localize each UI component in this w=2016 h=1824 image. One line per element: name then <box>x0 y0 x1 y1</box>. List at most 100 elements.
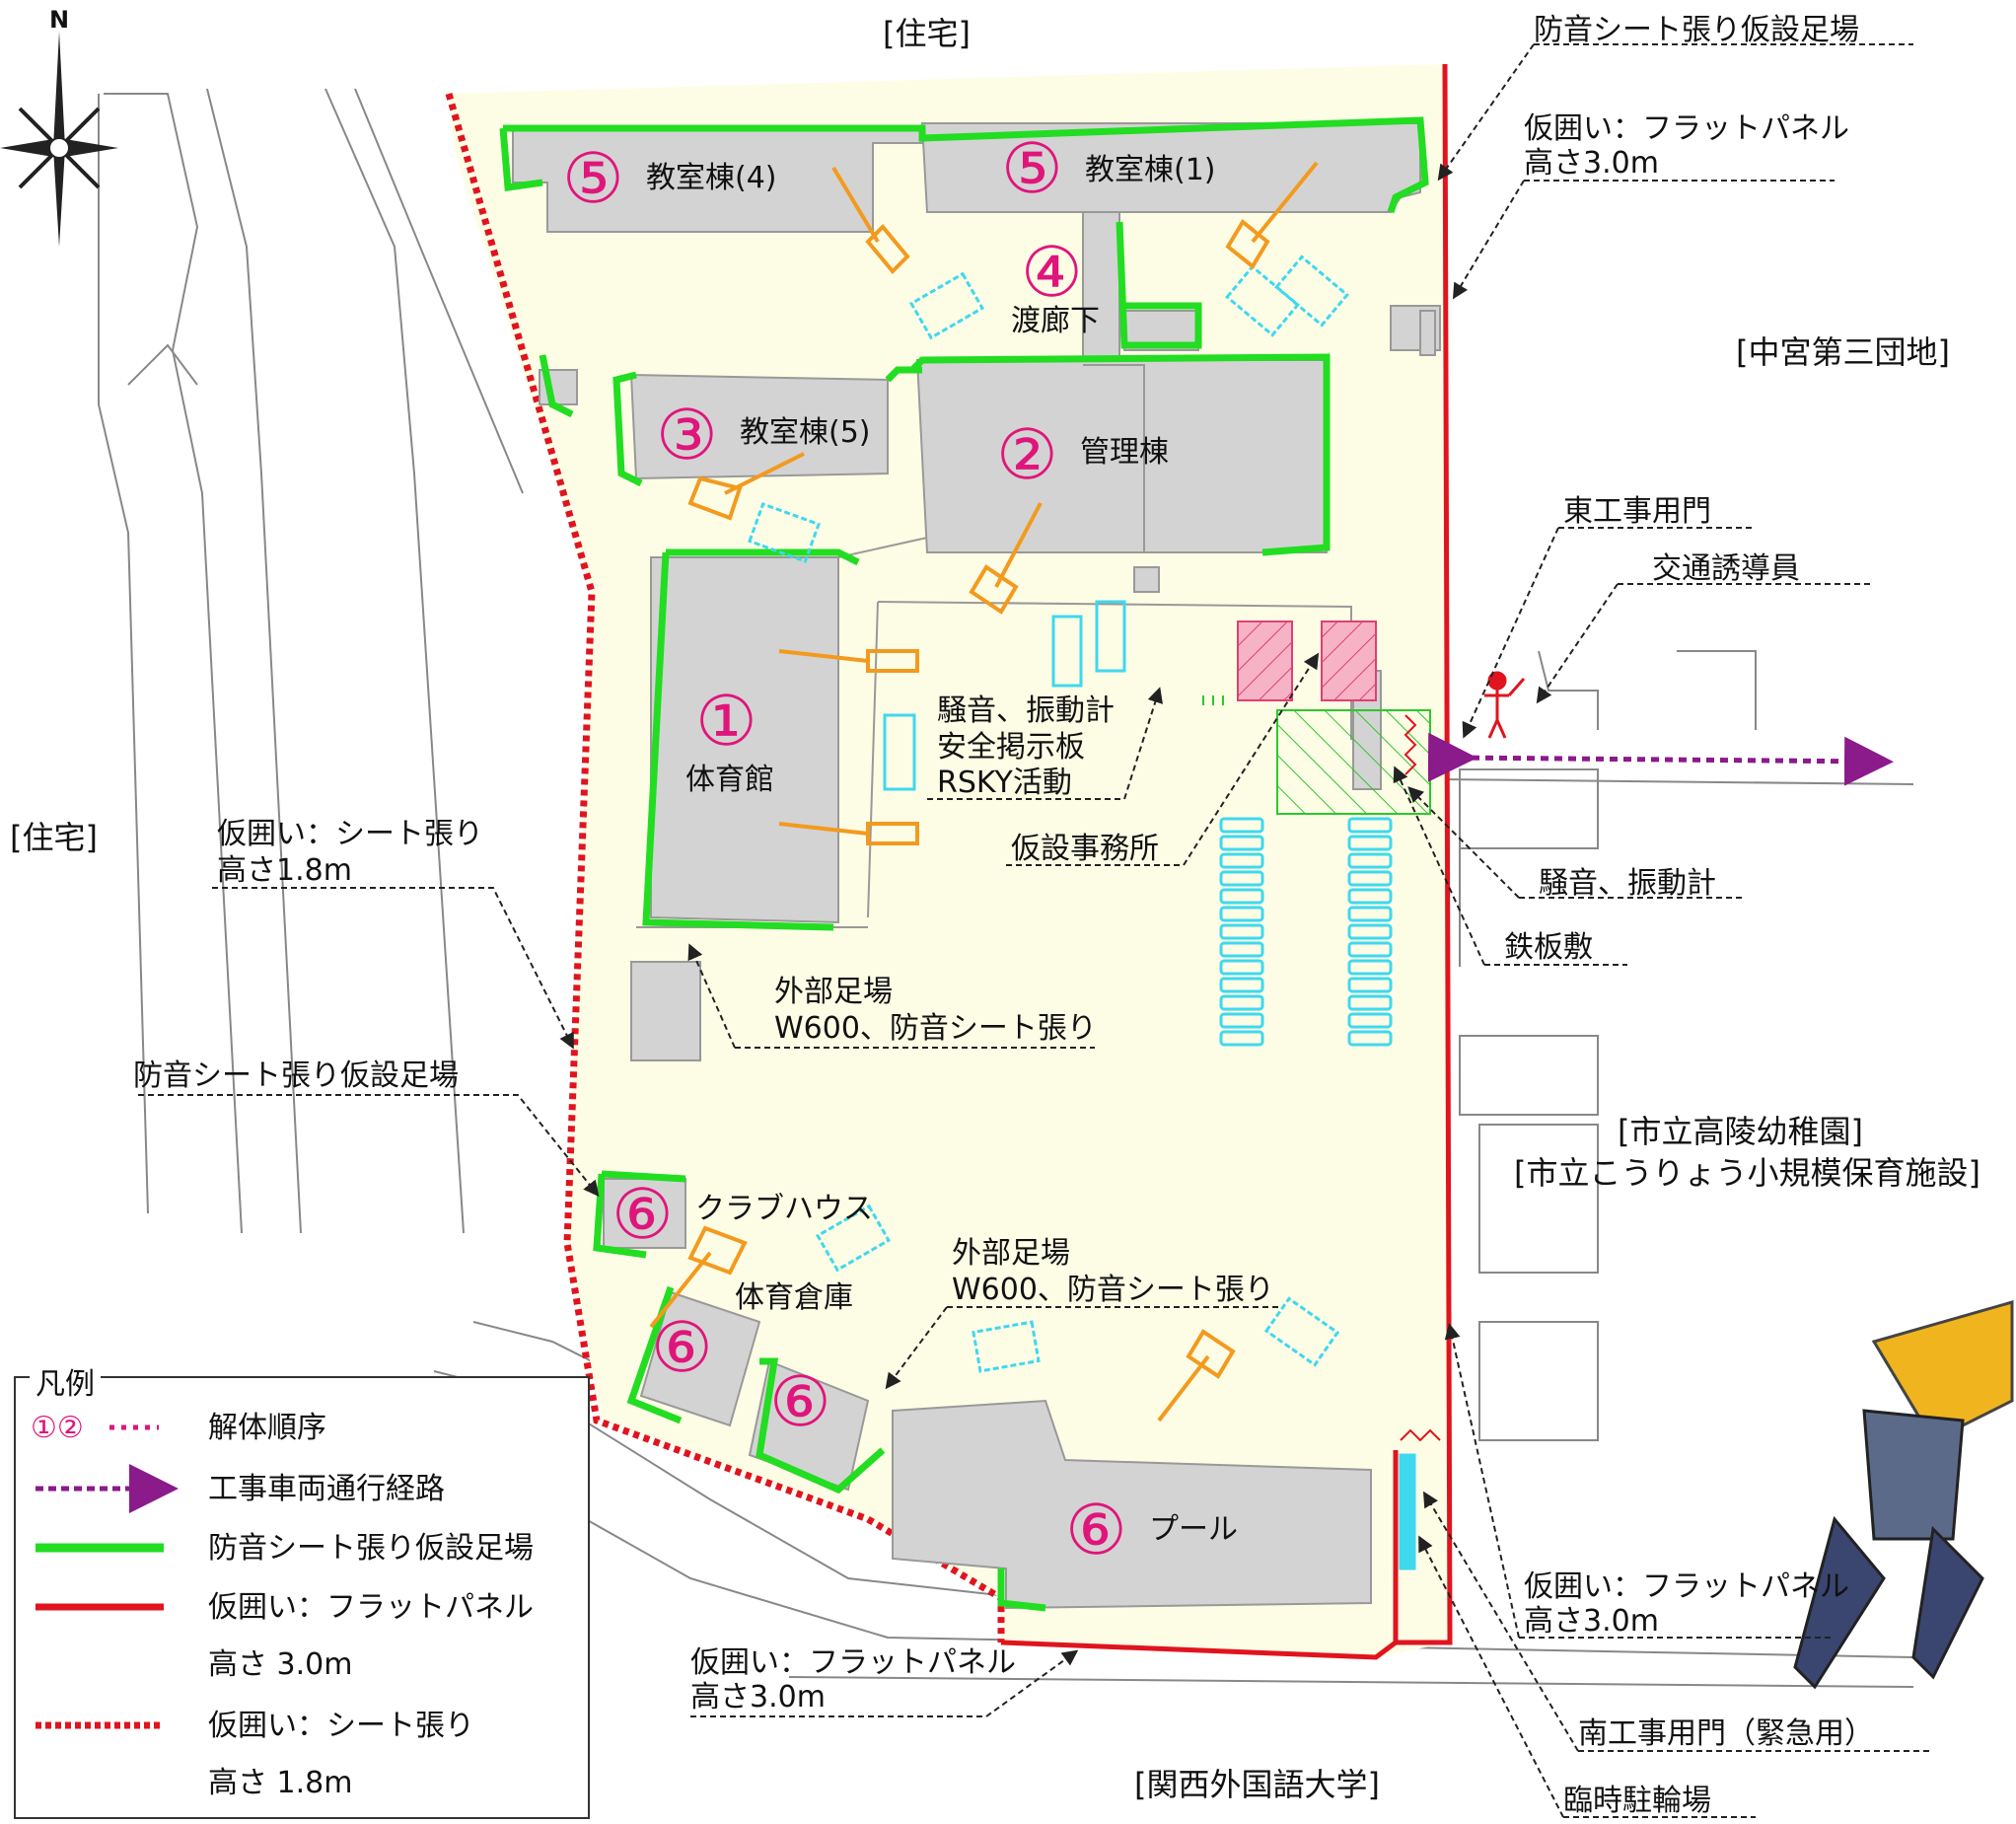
order-b5b: ⑤ <box>1001 128 1063 209</box>
neighbor-north: [住宅] <box>883 15 971 52</box>
ann-ext-scaffold-1: 外部足場 <box>774 975 893 1009</box>
ann-noise-meter: 騒音、振動計 <box>1539 866 1716 901</box>
label-b5a: 教室棟(4) <box>646 161 777 195</box>
neighbor-kindergarten: [市立高陵幼稚園] <box>1618 1113 1863 1150</box>
vehicle-route <box>1427 732 1894 786</box>
roads-west <box>98 88 1914 1688</box>
bicycle-slot <box>1347 870 1393 887</box>
label-b4: 渡廊下 <box>1011 304 1100 338</box>
bicycle-slot <box>1219 852 1264 869</box>
bicycle-slot <box>1347 923 1393 940</box>
ann-fence-bottom-2: 高さ3.0m <box>690 1680 826 1715</box>
bicycle-slot <box>1347 888 1393 905</box>
label-b6b: 体育倉庫 <box>735 1280 853 1315</box>
bicycle-rack-rows <box>1219 817 1393 1047</box>
ann-sheet-fence-1: 仮囲い：シート張り <box>217 817 483 851</box>
bicycle-slot <box>1347 1012 1393 1029</box>
bicycle-slot <box>1219 1012 1264 1029</box>
site-office-2 <box>1321 620 1377 701</box>
order-b6b: ⑥ <box>651 1307 713 1388</box>
neighbor-west: [住宅] <box>10 819 98 856</box>
building-storage-2 <box>748 1359 870 1492</box>
neighbor-south: [関西外国語大学] <box>1134 1766 1380 1803</box>
legend-label-order: 解体順序 <box>208 1411 326 1445</box>
legend-title: 凡例 <box>30 1359 101 1403</box>
bicycle-slot <box>1219 994 1264 1011</box>
label-b5b: 教室棟(1) <box>1085 153 1216 187</box>
leader-lines <box>138 43 1933 1818</box>
bicycle-slot <box>1219 941 1264 958</box>
ann-fence-top-2: 高さ3.0m <box>1524 146 1659 181</box>
building-classroom-5 <box>629 373 889 480</box>
bicycle-slot <box>1347 817 1393 834</box>
north-arrow-icon <box>0 32 118 247</box>
label-b2: 管理棟 <box>1080 435 1169 470</box>
ann-fence-top-1: 仮囲い：フラットパネル <box>1524 111 1849 146</box>
ann-fence-bottom-1: 仮囲い：フラットパネル <box>690 1645 1016 1680</box>
legend-label-sheet-height: 高さ 1.8m <box>208 1766 352 1800</box>
legend-order-symbol: ①② <box>31 1411 84 1445</box>
bicycle-slot <box>1219 888 1264 905</box>
ann-soundproof-left: 防音シート張り仮設足場 <box>133 1058 459 1093</box>
ann-monitor-2: 安全掲示板 <box>937 730 1085 765</box>
order-b6d: ⑥ <box>1065 1490 1127 1570</box>
noise-meter-south <box>1400 1428 1441 1442</box>
bicycle-slot <box>1219 870 1264 887</box>
site-office-1 <box>1237 620 1293 701</box>
order-b6a: ⑥ <box>612 1174 674 1255</box>
bicycle-slot <box>1347 959 1393 976</box>
bicycle-slot <box>1347 1030 1393 1047</box>
ann-bike-parking: 臨時駐輪場 <box>1563 1784 1711 1818</box>
ann-traffic-guide: 交通誘導員 <box>1652 551 1800 586</box>
noise-meter-east <box>1404 714 1417 775</box>
ann-monitor-1: 騒音、振動計 <box>937 693 1115 728</box>
north-label: N <box>49 6 69 34</box>
legend-label-route: 工事車両通行経路 <box>208 1472 445 1506</box>
bicycle-slot <box>1347 941 1393 958</box>
bicycle-slot <box>1347 994 1393 1011</box>
ann-sheet-fence-2: 高さ1.8m <box>217 853 352 888</box>
building-pool <box>892 1399 1372 1610</box>
monitor-mark <box>1202 695 1224 705</box>
order-b3: ③ <box>656 395 718 475</box>
bicycle-slot <box>1219 923 1264 940</box>
order-b2: ② <box>996 414 1058 495</box>
ann-ext-scaffold-2: W600、防音シート張り <box>774 1011 1097 1046</box>
ann-south-gate: 南工事用門（緊急用） <box>1578 1716 1874 1751</box>
legend: ①② 解体順序 工事車両通行経路 防音シート張り仮設足場 仮囲い：フラットパネル… <box>14 1376 590 1819</box>
ann-monitor-3: RSKY活動 <box>937 766 1072 800</box>
order-b1: ① <box>695 681 757 762</box>
ann-ext-scaffold-b2: W600、防音シート張り <box>952 1273 1274 1307</box>
legend-label-flat-height: 高さ 3.0m <box>208 1647 352 1682</box>
order-b5a: ⑤ <box>562 138 624 219</box>
label-b6d: プール <box>1149 1512 1238 1547</box>
order-b6c: ⑥ <box>769 1361 831 1442</box>
legend-label-flat-fence: 仮囲い：フラットパネル <box>208 1590 534 1625</box>
buildings-layer <box>512 122 1441 1610</box>
ann-site-office: 仮設事務所 <box>1011 832 1159 866</box>
label-b6a: クラブハウス <box>695 1192 873 1226</box>
neighbor-nursery: [市立こうりょう小規模保育施設] <box>1514 1154 1980 1192</box>
label-b3: 教室棟(5) <box>740 415 871 450</box>
legend-label-scaffold: 防音シート張り仮設足場 <box>208 1531 534 1566</box>
bicycle-slot <box>1219 977 1264 993</box>
bicycle-slot <box>1219 835 1264 851</box>
scaffolds-green <box>499 116 1429 1612</box>
traffic-guide-icon <box>1484 671 1526 739</box>
bicycle-slot <box>1219 959 1264 976</box>
steel-plate-area <box>1276 709 1431 815</box>
ann-steel-plate: 鉄板敷 <box>1504 930 1593 965</box>
ann-fence-right-2: 高さ3.0m <box>1524 1604 1659 1639</box>
label-b1: 体育館 <box>685 763 774 797</box>
order-b4: ④ <box>1021 232 1083 313</box>
ann-ext-scaffold-b1: 外部足場 <box>952 1236 1070 1271</box>
bicycle-slot <box>1347 852 1393 869</box>
excavator-icon <box>649 161 1319 1423</box>
demolition-crusher-icon <box>1793 1300 2014 1690</box>
bicycle-slot <box>1347 977 1393 993</box>
bicycle-slot <box>1219 906 1264 922</box>
legend-label-sheet-fence: 仮囲い：シート張り <box>208 1709 474 1743</box>
building-corridor <box>1082 211 1120 366</box>
